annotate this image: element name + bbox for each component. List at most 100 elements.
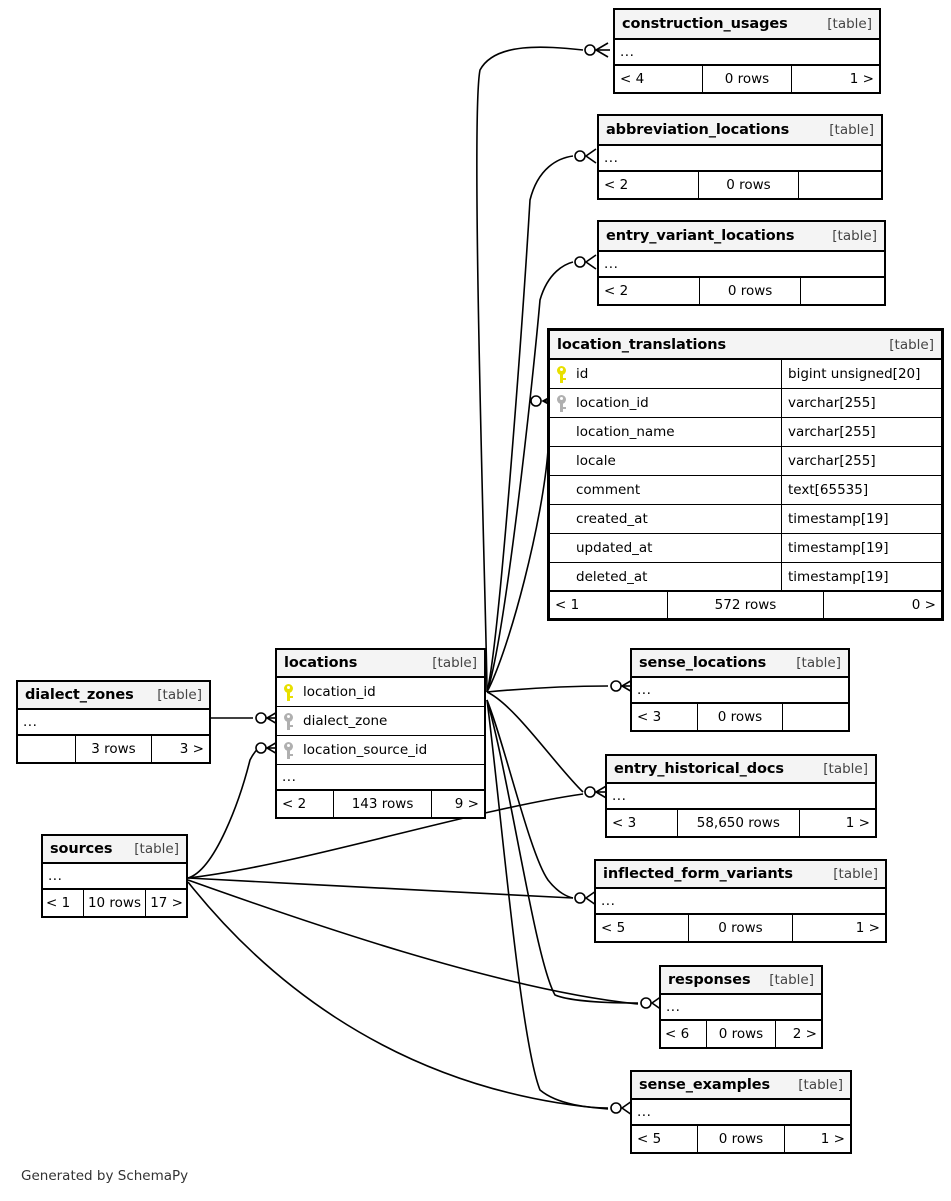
table-name: locations <box>284 655 358 671</box>
table-name: responses <box>668 972 751 988</box>
table-dialect-zones[interactable]: dialect_zones [table] ... 3 rows 3 > <box>16 680 211 764</box>
columns-ellipsis: ... <box>661 995 821 1021</box>
footer-children <box>783 704 848 730</box>
foreign-key-icon <box>277 741 299 759</box>
table-header: abbreviation_locations [table] <box>599 116 881 146</box>
columns-ellipsis: ... <box>18 710 209 736</box>
footer-parents: < 3 <box>612 815 637 831</box>
table-location-translations[interactable]: location_translations [table] id bigint … <box>547 328 944 621</box>
table-header: locations [table] <box>277 650 484 678</box>
table-tag: [table] <box>134 841 179 857</box>
table-footer: < 1 10 rows 17 > <box>43 890 186 916</box>
footer-rows: 0 rows <box>688 915 793 941</box>
columns-ellipsis: ... <box>43 864 186 890</box>
table-name: location_translations <box>557 336 727 353</box>
column-name: comment <box>576 482 641 498</box>
table-construction-usages[interactable]: construction_usages [table] ... < 4 0 ro… <box>613 8 881 94</box>
column-name: deleted_at <box>576 568 648 585</box>
table-responses[interactable]: responses [table] ... < 6 0 rows 2 > <box>659 965 823 1049</box>
footer-rows: 58,650 rows <box>676 810 800 836</box>
columns-ellipsis: ... <box>596 889 885 915</box>
column-name: location_name <box>576 424 675 440</box>
column-name: updated_at <box>576 540 653 556</box>
column-row: id bigint unsigned[20] <box>550 360 941 389</box>
footer-parents: < 6 <box>665 1026 690 1042</box>
table-footer: < 5 0 rows 1 > <box>596 915 885 941</box>
footer-rows: 0 rows <box>705 1021 777 1047</box>
footer-children: 9 > <box>454 796 479 812</box>
footer-children <box>801 278 884 304</box>
column-row: updated_at timestamp[19] <box>550 534 941 563</box>
table-sense-locations[interactable]: sense_locations [table] ... < 3 0 rows <box>630 648 850 732</box>
column-type: varchar[255] <box>781 447 941 475</box>
table-tag: [table] <box>796 655 841 671</box>
column-name: created_at <box>576 511 648 527</box>
footer-children: 17 > <box>150 895 183 911</box>
footer-parents: < 2 <box>604 283 629 299</box>
table-tag: [table] <box>833 866 878 882</box>
footer-children: 3 > <box>179 741 204 757</box>
column-type: text[65535] <box>781 476 941 504</box>
table-header: responses [table] <box>661 967 821 995</box>
column-row: comment text[65535] <box>550 476 941 505</box>
footer-rows: 0 rows <box>702 66 792 92</box>
table-entry-variant-locations[interactable]: entry_variant_locations [table] ... < 2 … <box>597 220 886 306</box>
column-row: dialect_zone <box>277 707 484 736</box>
column-row: location_id <box>277 678 484 707</box>
footer-children: 1 > <box>820 1131 845 1147</box>
table-footer: < 2 0 rows <box>599 172 881 198</box>
table-header: sense_examples [table] <box>632 1072 850 1100</box>
table-footer: < 2 0 rows <box>599 278 884 304</box>
table-footer: < 2 143 rows 9 > <box>277 791 484 817</box>
columns-ellipsis: ... <box>632 1100 850 1126</box>
footer-rows: 0 rows <box>698 278 802 304</box>
table-sense-examples[interactable]: sense_examples [table] ... < 5 0 rows 1 … <box>630 1070 852 1154</box>
column-name: locale <box>576 453 616 469</box>
columns-ellipsis: ... <box>615 40 879 66</box>
table-name: sources <box>50 841 113 857</box>
footer-rows: 572 rows <box>667 592 824 618</box>
footer-parents <box>18 736 75 762</box>
table-tag: [table] <box>823 761 868 777</box>
column-type: varchar[255] <box>781 389 941 417</box>
footer-parents: < 4 <box>620 71 645 87</box>
columns-ellipsis: ... <box>599 252 884 278</box>
table-abbreviation-locations[interactable]: abbreviation_locations [table] ... < 2 0… <box>597 114 883 200</box>
column-name: location_id <box>303 684 376 700</box>
table-header: entry_historical_docs [table] <box>607 756 875 784</box>
foreign-key-icon <box>277 712 299 730</box>
footer-children <box>799 172 881 198</box>
table-footer: < 5 0 rows 1 > <box>632 1126 850 1152</box>
table-footer: < 6 0 rows 2 > <box>661 1021 821 1047</box>
table-name: abbreviation_locations <box>606 122 790 138</box>
table-tag: [table] <box>827 16 872 32</box>
table-header: location_translations [table] <box>550 331 941 360</box>
footer-parents: < 5 <box>637 1131 662 1147</box>
column-row: locale varchar[255] <box>550 447 941 476</box>
table-header: construction_usages [table] <box>615 10 879 40</box>
foreign-key-icon <box>550 394 572 412</box>
column-type: bigint unsigned[20] <box>781 360 941 388</box>
table-name: dialect_zones <box>25 687 134 703</box>
table-tag: [table] <box>889 336 934 353</box>
table-inflected-form-variants[interactable]: inflected_form_variants [table] ... < 5 … <box>594 859 887 943</box>
footer-rows: 0 rows <box>696 704 784 730</box>
table-header: sources [table] <box>43 836 186 864</box>
table-name: entry_variant_locations <box>606 228 795 244</box>
table-entry-historical-docs[interactable]: entry_historical_docs [table] ... < 3 58… <box>605 754 877 838</box>
table-tag: [table] <box>798 1077 843 1093</box>
footer-children: 0 > <box>911 597 936 613</box>
table-header: entry_variant_locations [table] <box>599 222 884 252</box>
table-sources[interactable]: sources [table] ... < 1 10 rows 17 > <box>41 834 188 918</box>
table-footer: < 1 572 rows 0 > <box>550 592 941 618</box>
column-name: dialect_zone <box>303 713 388 729</box>
footer-rows: 0 rows <box>697 1126 785 1152</box>
columns-ellipsis: ... <box>277 765 484 791</box>
columns-ellipsis: ... <box>599 146 881 172</box>
table-footer: < 4 0 rows 1 > <box>615 66 879 92</box>
columns-ellipsis: ... <box>607 784 875 810</box>
table-locations[interactable]: locations [table] location_id dialect_zo… <box>275 648 486 819</box>
table-footer: < 3 0 rows <box>632 704 848 730</box>
table-name: entry_historical_docs <box>614 761 784 777</box>
